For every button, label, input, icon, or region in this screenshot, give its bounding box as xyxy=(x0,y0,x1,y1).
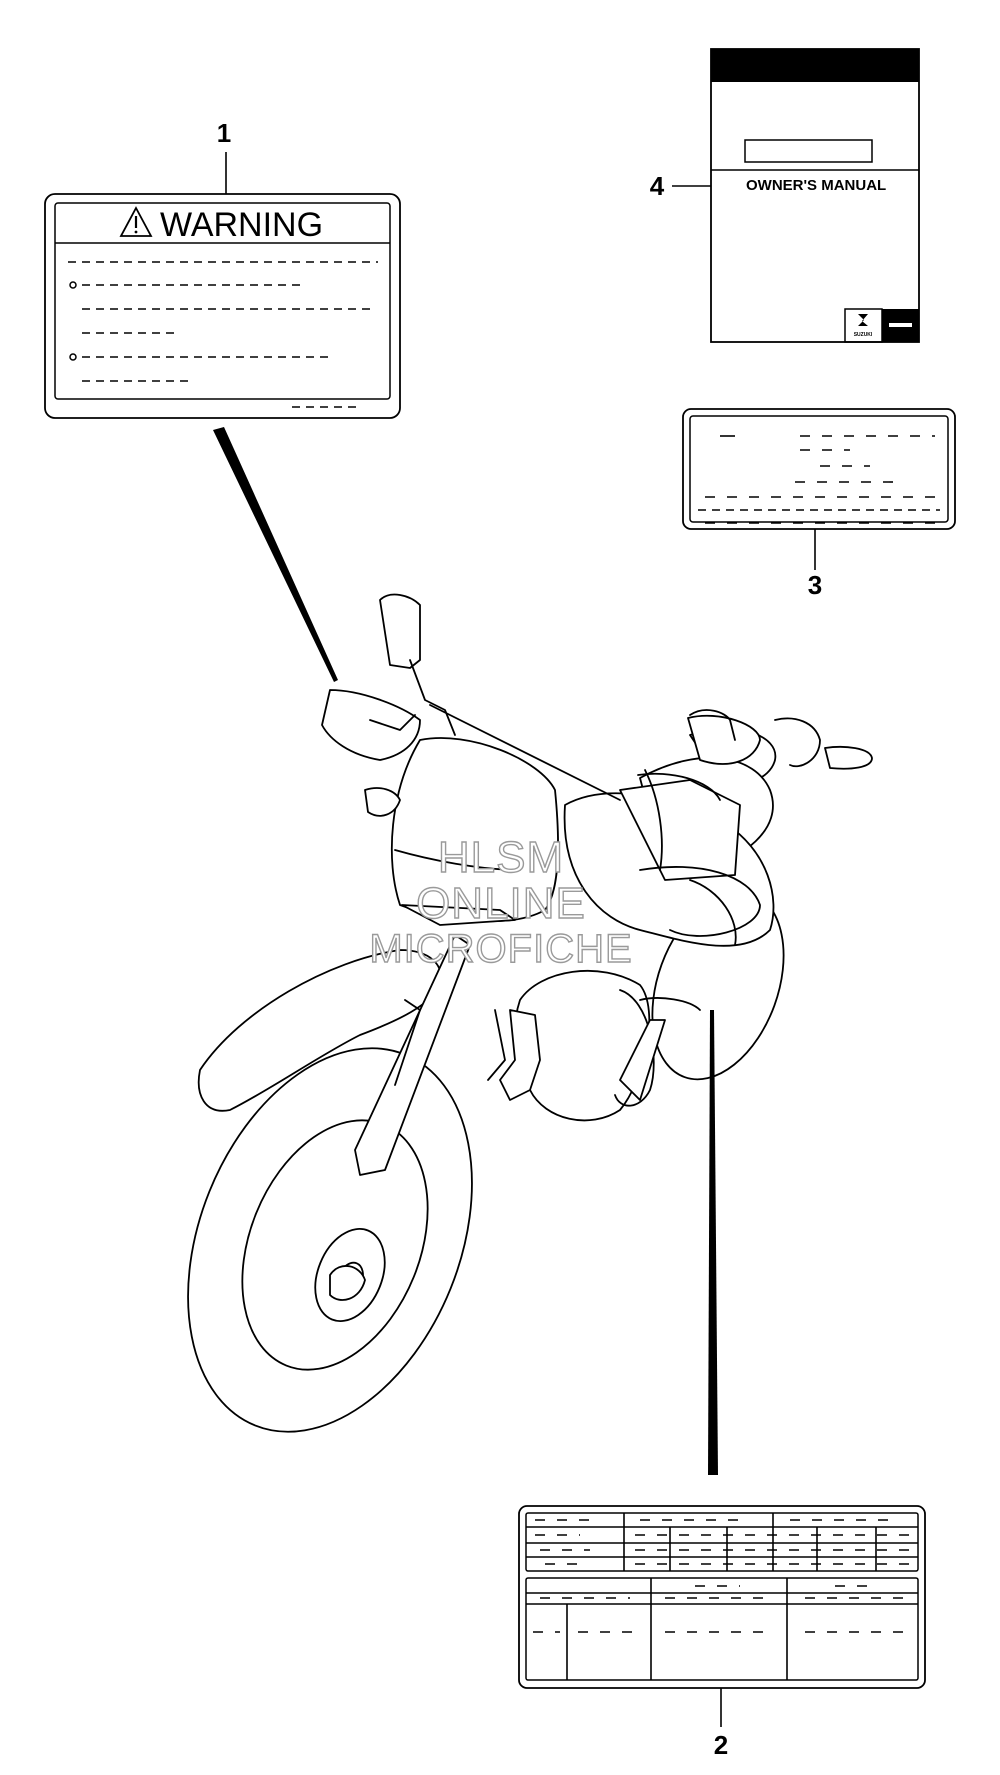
suzuki-logo-icon: SUZUKI xyxy=(854,314,873,338)
warning-heading: WARNING xyxy=(160,206,323,244)
watermark: HLSM ONLINE MICROFICHE xyxy=(369,832,633,971)
watermark-line-1: HLSM xyxy=(438,833,564,882)
callout-1: 1 xyxy=(217,118,231,148)
motorcycle-drawing xyxy=(187,593,873,1433)
owners-manual-title: OWNER'S MANUAL xyxy=(746,177,886,194)
spec-plate-2 xyxy=(518,1505,926,1689)
warning-triangle-icon xyxy=(119,206,153,237)
owners-manual: OWNER'S MANUAL SUZUKI xyxy=(710,48,920,343)
watermark-line-3: MICROFICHE xyxy=(369,927,632,971)
spec-label-3 xyxy=(682,408,956,530)
callout-2: 2 xyxy=(714,1730,728,1760)
callout-4: 4 xyxy=(650,171,665,201)
label-1-pointer xyxy=(213,427,338,682)
svg-text:SUZUKI: SUZUKI xyxy=(854,332,873,338)
watermark-line-2: ONLINE xyxy=(416,879,586,928)
label-2-pointer xyxy=(708,1010,718,1475)
callout-3: 3 xyxy=(808,570,822,600)
warning-label: WARNING xyxy=(44,193,401,419)
